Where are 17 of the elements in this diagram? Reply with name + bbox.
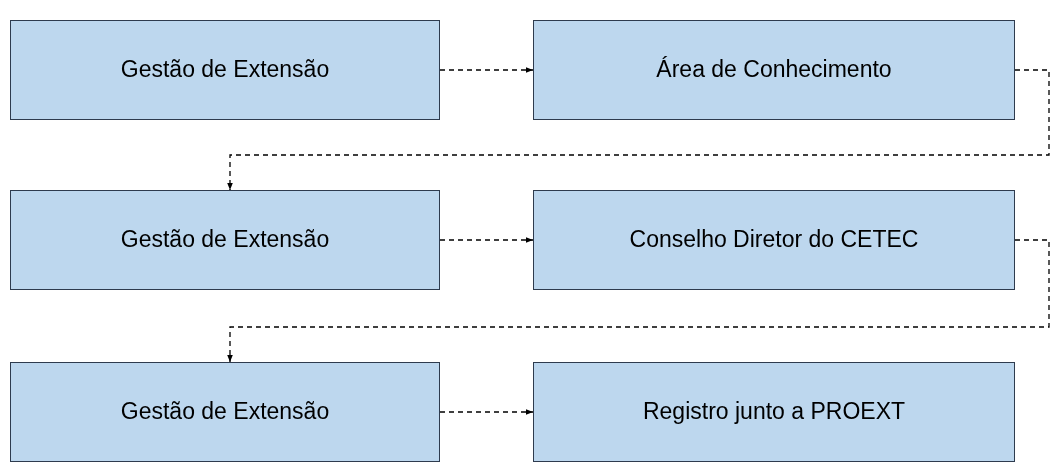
box-label: Gestão de Extensão bbox=[119, 397, 331, 427]
box-label: Gestão de Extensão bbox=[119, 55, 331, 85]
process-box bbox=[10, 20, 440, 120]
arrow bbox=[439, 409, 534, 415]
box-label: Gestão de Extensão bbox=[119, 225, 331, 255]
arrow bbox=[227, 69, 1050, 191]
process-box bbox=[533, 20, 1015, 120]
arrow bbox=[439, 67, 534, 73]
arrow bbox=[227, 239, 1050, 363]
arrow bbox=[439, 237, 534, 243]
process-box bbox=[10, 190, 440, 290]
box-label: Área de Conhecimento bbox=[655, 55, 893, 85]
process-box bbox=[533, 362, 1015, 462]
box-label: Registro junto a PROEXT bbox=[641, 397, 907, 427]
box-label: Conselho Diretor do CETEC bbox=[628, 225, 920, 255]
process-box bbox=[10, 362, 440, 462]
process-box bbox=[533, 190, 1015, 290]
